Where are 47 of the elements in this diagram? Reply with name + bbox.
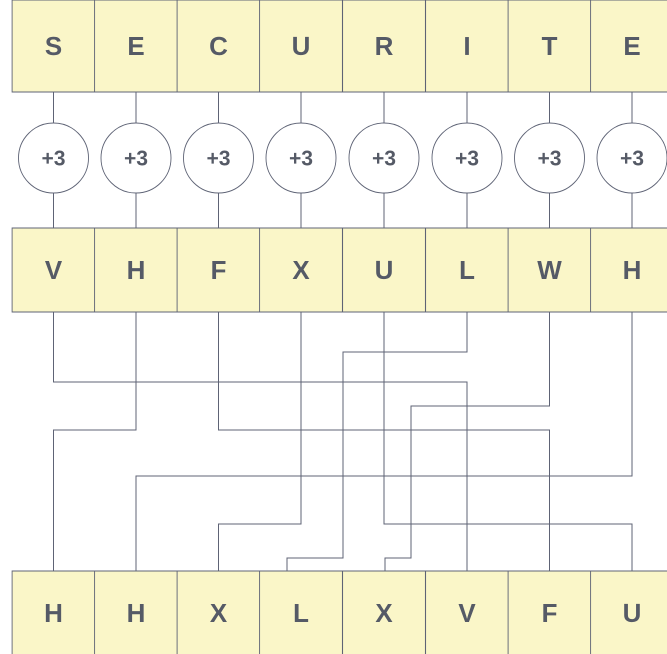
letter-cell: L: [425, 228, 509, 312]
connector-line: [384, 312, 550, 572]
connector-line: [218, 312, 302, 572]
letter-cell: U: [590, 570, 667, 654]
connector-line: [53, 192, 54, 228]
letter-cell: H: [94, 570, 178, 654]
letter-cell: X: [176, 570, 260, 654]
letter-cell: U: [259, 0, 343, 92]
node-label: X: [210, 604, 227, 622]
connector-line: [466, 92, 468, 124]
connector-line: [136, 312, 632, 572]
letter-cell: V: [12, 228, 96, 312]
letter-cell: X: [342, 570, 426, 654]
connector-line: [300, 192, 302, 228]
letter-cell: S: [12, 0, 96, 92]
letter-cell: W: [508, 228, 592, 312]
connector-line: [218, 312, 550, 572]
connector-line: [384, 312, 632, 572]
node-label: H: [128, 604, 144, 622]
letter-cell: X: [259, 228, 343, 312]
connector-line: [218, 192, 219, 228]
letter-cell: E: [590, 0, 667, 92]
letter-cell: F: [176, 228, 260, 312]
node-label: V: [458, 604, 476, 622]
connector-line: [218, 92, 219, 124]
letter-cell: H: [94, 228, 178, 312]
letter-cell: R: [342, 0, 426, 92]
connector-line: [549, 192, 550, 228]
letter-cell: H: [12, 570, 96, 654]
letter-cell: C: [176, 0, 260, 92]
connector-line: [286, 312, 468, 572]
connector-line: [549, 92, 550, 124]
connector-line: [466, 192, 468, 228]
connector-line: [300, 92, 302, 124]
letter-cell: I: [425, 0, 509, 92]
letter-cell: E: [94, 0, 178, 92]
node-label: H: [46, 604, 62, 622]
connector-line: [53, 92, 54, 124]
letter-cell: V: [425, 570, 509, 654]
letter-cell: F: [508, 570, 592, 654]
node-label: F: [543, 604, 556, 622]
connector-line: [53, 312, 136, 572]
letter-cell: H: [590, 228, 667, 312]
letter-cell: U: [342, 228, 426, 312]
connector-line: [53, 312, 468, 572]
letter-cell: T: [508, 0, 592, 92]
letter-cell: L: [259, 570, 343, 654]
